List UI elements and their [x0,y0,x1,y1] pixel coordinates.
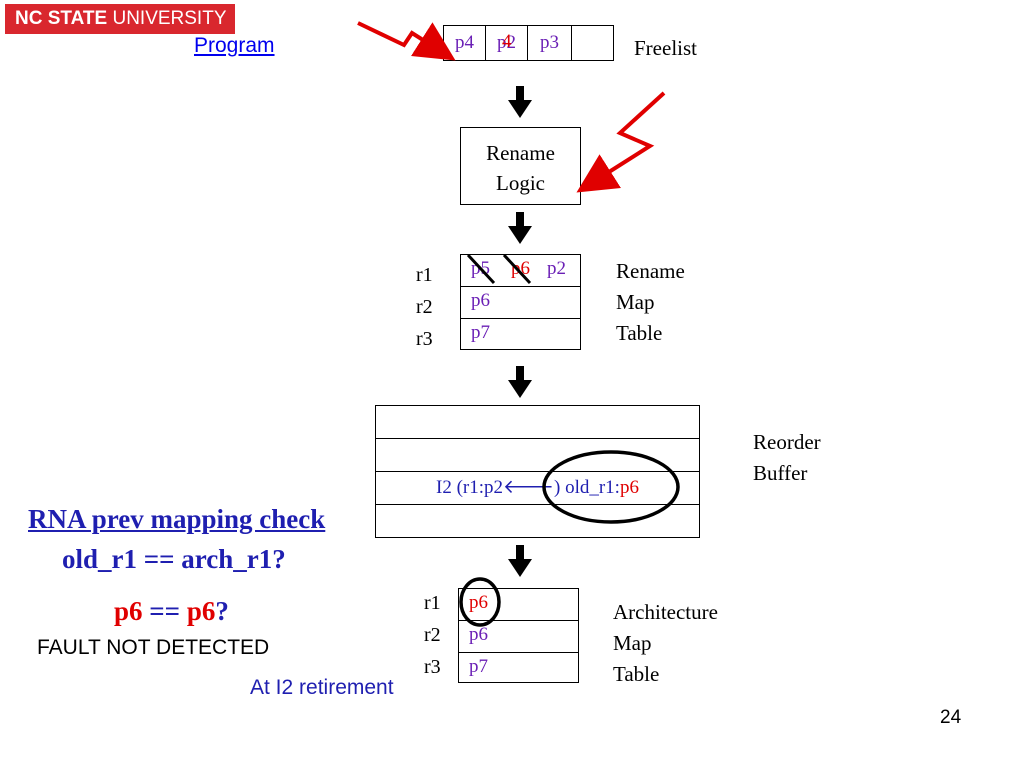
rmt-reg-label: r3 [416,328,433,350]
architecture-map-table-label: Architecture Map Table [613,597,718,690]
rob-entry-prefix: I2 (r1:p2 [436,477,504,498]
rmt-reg-label: r1 [416,264,433,286]
amt-row: p6 [459,621,578,653]
rna-check-title: RNA prev mapping check [28,504,326,534]
amt-label-line: Map [613,631,652,655]
strike-mark-icon [466,253,496,285]
rob-entry-arrow-icon: 🡐 [503,477,554,498]
cmp-right: p6 [186,596,216,626]
flow-arrow-icon [508,366,532,398]
reorder-buffer: I2 (r1:p2🡐) old_r1:p6 [375,405,700,538]
amt-reg-label: r2 [424,624,441,646]
cmp-left: p6 [114,596,143,626]
amt-row: p6 [459,589,578,621]
amt-row: p7 [469,656,488,677]
logo-bold: NC STATE [15,8,108,29]
reorder-buffer-label: Reorder Buffer [753,427,821,489]
flow-arrow-icon [508,545,532,577]
rename-logic-box: Rename Logic [460,127,581,205]
logo-rest: UNIVERSITY [112,8,227,29]
architecture-map-table: p6 p6 p7 [458,588,579,683]
strike-mark-icon [502,253,532,285]
rob-row-i2: I2 (r1:p2🡐) old_r1:p6 [376,472,699,505]
cmp-op: == [142,596,187,626]
rmt-entry-mid: p6 [511,258,530,279]
rename-map-table-label: Rename Map Table [616,256,685,349]
freelist-cell: p3 [528,26,572,60]
rmt-label-line: Map [616,290,655,314]
rna-check-question: old_r1 == arch_r1? [62,544,286,574]
page-number: 24 [940,707,962,728]
amt-reg-label: r1 [424,592,441,614]
freelist-label: Freelist [634,36,697,60]
rmt-row: p6 [461,287,580,319]
rob-label-line: Reorder [753,430,821,454]
rob-entry-old-value: p6 [619,477,639,498]
rename-logic-line2: Logic [496,171,545,195]
highlight-circle-icon [542,450,680,524]
rmt-label-line: Rename [616,259,685,283]
freelist-cell-text: p2 [497,32,516,53]
highlight-circle-icon [459,577,501,627]
amt-label-line: Architecture [613,600,718,624]
program-link[interactable]: Program [194,34,275,57]
freelist-overwrite-glyph: 4 [502,31,512,52]
rmt-entry-new: p2 [547,258,566,279]
retirement-note: At I2 retirement [250,676,394,699]
freelist-box: p4 p2 4 p3 [443,25,614,61]
flow-arrow-icon [508,212,532,244]
rmt-row: p7 [471,322,490,343]
flow-arrow-icon [508,86,532,118]
amt-label-line: Table [613,662,660,686]
rmt-label-line: Table [616,321,663,345]
fault-status: FAULT NOT DETECTED [37,636,270,659]
rob-row [376,406,699,439]
amt-reg-label: r3 [424,656,441,678]
rob-row [376,439,699,472]
cmp-q: ? [215,596,229,626]
freelist-cell: p2 4 [486,26,528,60]
comparison-line: p6 == p6? [114,596,229,627]
freelist-cell: p4 [444,26,486,60]
nc-state-logo: NC STATE UNIVERSITY [5,4,235,34]
rmt-reg-label: r2 [416,296,433,318]
fault-bolt-icon [576,91,666,193]
fault-bolt-icon [357,21,456,61]
rob-label-line: Buffer [753,461,808,485]
rename-logic-line1: Rename [486,141,555,165]
rob-entry-old: old_r1: [565,477,620,498]
